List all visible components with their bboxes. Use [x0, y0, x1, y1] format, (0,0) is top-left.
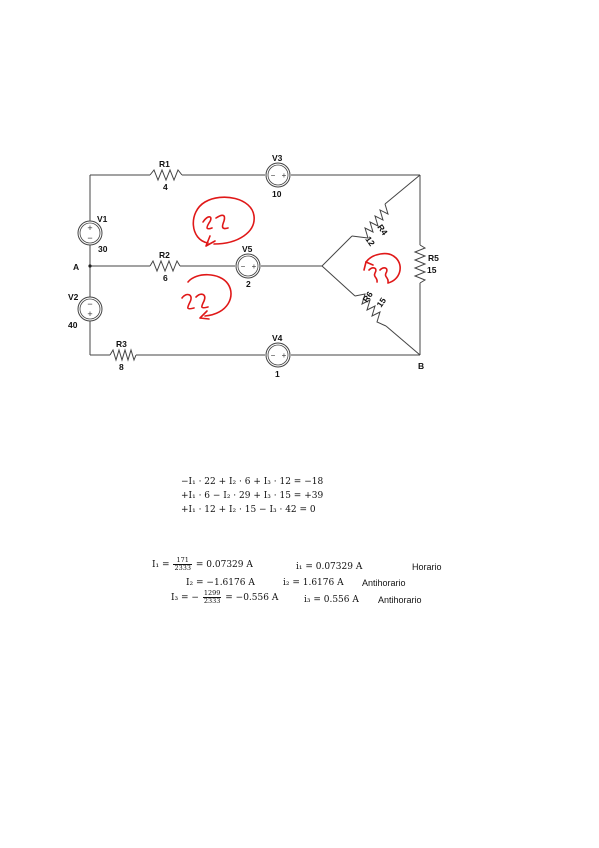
svg-text:+: +: [87, 223, 92, 233]
result-i1-lhs: I₁ =: [152, 560, 170, 570]
v1-name: V1: [97, 214, 108, 224]
r3-name: R3: [116, 339, 127, 349]
r1-name: R1: [159, 159, 170, 169]
r5-name: R5: [428, 253, 439, 263]
node-b-label: B: [418, 361, 424, 371]
v4-name: V4: [272, 333, 283, 343]
svg-text:−: −: [271, 351, 276, 360]
result-i1-magnitude: i₁ = 0.07329 A: [296, 562, 363, 572]
result-i3-value: = −0.556 A: [225, 593, 279, 603]
result-i1-direction: Horario: [412, 562, 442, 572]
result-i3: I₃ = − 1299 2333 = −0.556 A: [171, 590, 278, 605]
r1-value: 4: [163, 182, 168, 192]
svg-text:+: +: [282, 351, 287, 360]
v3-value: 10: [272, 189, 282, 199]
node-a-label: A: [73, 262, 79, 272]
result-i1: I₁ = 171 2333 = 0.07329 A: [152, 557, 253, 572]
result-i1-value: = 0.07329 A: [195, 560, 253, 570]
result-i3-lhs: I₃ = −: [171, 593, 199, 603]
result-i3-magnitude: i₃ = 0.556 A: [304, 595, 359, 605]
mesh-equation-2: +I₁ · 6 − I₂ · 29 + I₃ · 15 = +39: [181, 491, 324, 501]
r5-value: 15: [427, 265, 437, 275]
svg-text:−: −: [271, 171, 276, 180]
resistor-r2: [149, 259, 181, 273]
loop-annotation-i2: [181, 273, 232, 320]
v4-value: 1: [275, 369, 280, 379]
svg-text:+: +: [252, 262, 257, 271]
r2-name: R2: [159, 250, 170, 260]
v5-name: V5: [242, 244, 253, 254]
r4-value: 12: [363, 234, 377, 248]
svg-text:−: −: [241, 262, 246, 271]
result-i2-magnitude: i₂ = 1.6176 A: [283, 578, 344, 588]
source-v5: − +: [235, 253, 261, 279]
source-v2: − +: [77, 296, 103, 322]
v3-name: V3: [272, 153, 283, 163]
loop-annotation-i3: [363, 252, 401, 284]
resistor-r1: [149, 168, 183, 182]
result-i3-fraction: 1299 2333: [202, 589, 222, 605]
svg-text:+: +: [87, 309, 92, 319]
source-v4: − +: [265, 342, 291, 368]
result-i2-direction: Antihorario: [362, 578, 406, 588]
r2-value: 6: [163, 273, 168, 283]
resistor-r6: [354, 293, 387, 327]
loop-annotation-i1: [192, 196, 255, 247]
source-v3: − +: [265, 162, 291, 188]
source-v1: + −: [77, 220, 103, 246]
resistor-r4: [351, 203, 389, 239]
resistor-r3: [109, 348, 137, 362]
result-i1-numerator: 171: [173, 557, 192, 565]
result-i1-denominator: 2333: [174, 564, 191, 572]
resistor-r5: [413, 244, 427, 284]
circuit-wires: [88, 174, 421, 356]
svg-text:−: −: [87, 233, 92, 243]
v2-value: 40: [68, 320, 78, 330]
v1-value: 30: [98, 244, 108, 254]
svg-text:+: +: [282, 171, 287, 180]
svg-text:−: −: [87, 299, 92, 309]
result-i3-denominator: 2333: [203, 597, 221, 605]
mesh-equation-1: −I₁ · 22 + I₂ · 6 + I₃ · 12 = −18: [181, 477, 324, 487]
v5-value: 2: [246, 279, 251, 289]
r6-value: 15: [374, 295, 388, 309]
result-i3-numerator: 1299: [202, 589, 222, 598]
result-i2: I₂ = −1.6176 A: [186, 578, 255, 588]
v2-name: V2: [68, 292, 79, 302]
r3-value: 8: [119, 362, 124, 372]
result-i3-direction: Antihorario: [378, 595, 422, 605]
result-i1-fraction: 171 2333: [173, 557, 192, 572]
mesh-equation-3: +I₁ · 12 + I₂ · 15 − I₃ · 42 = 0: [181, 505, 316, 515]
